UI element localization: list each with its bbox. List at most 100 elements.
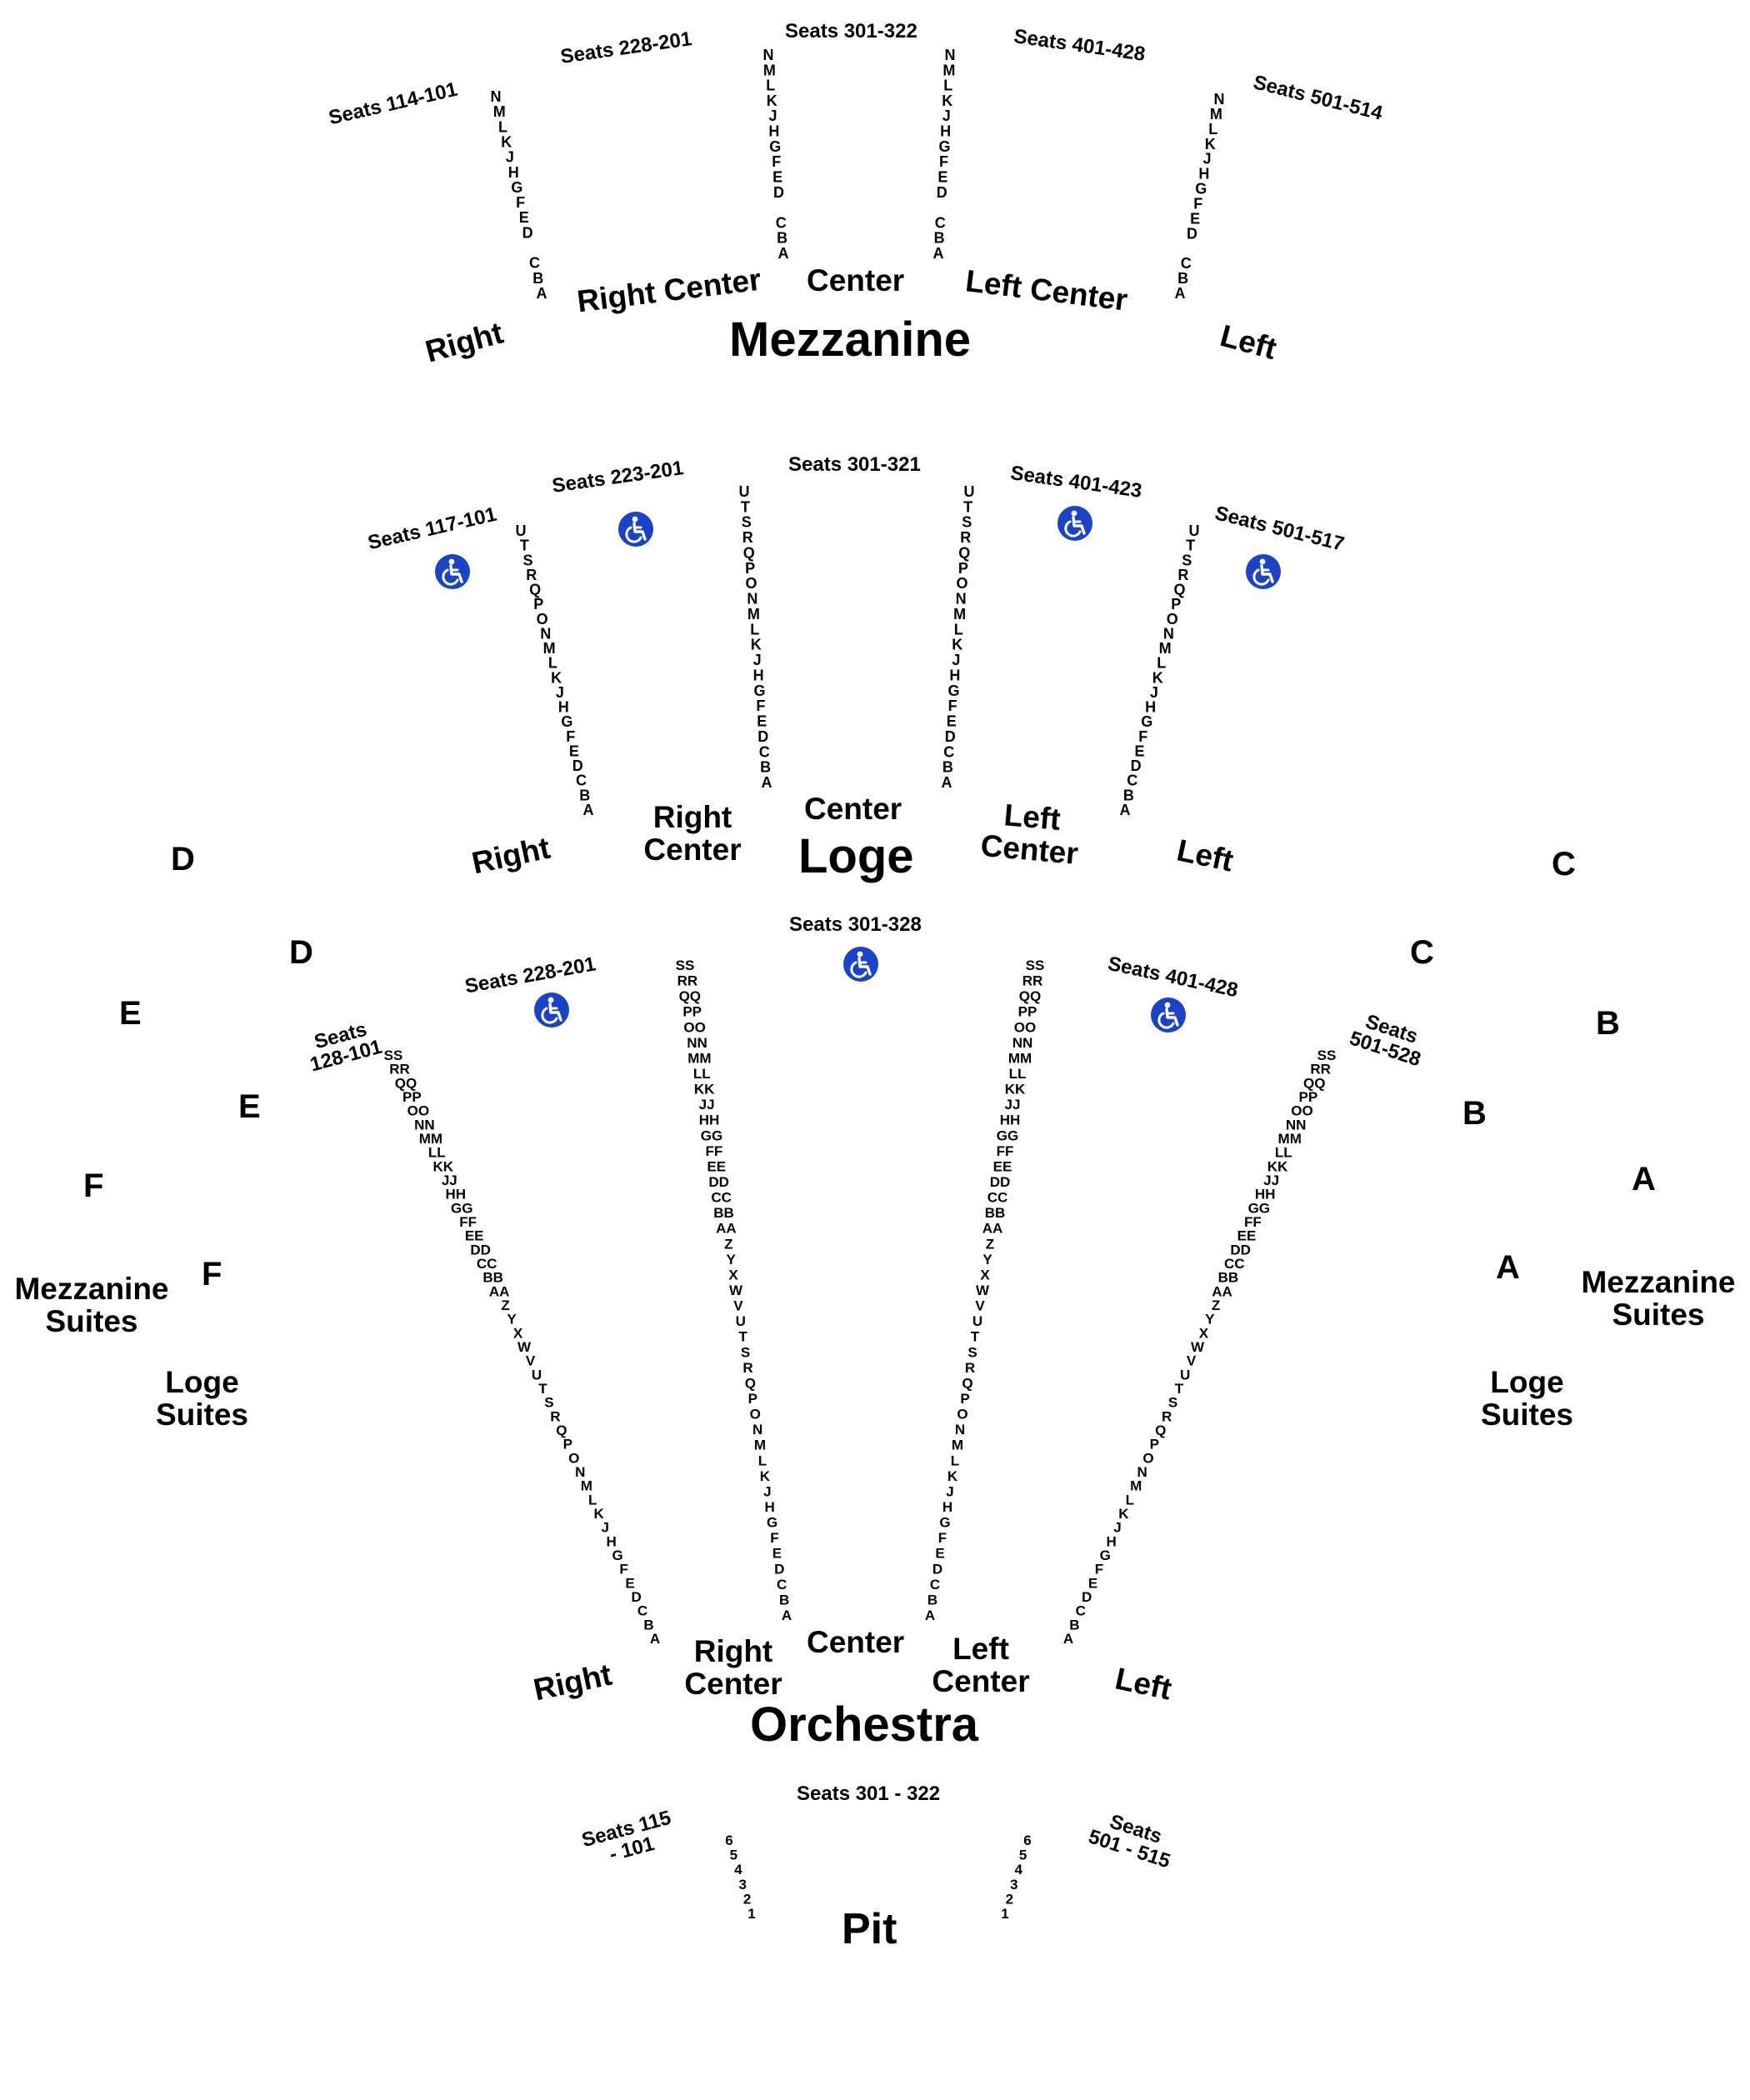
loge-aisle-3-row-d: D bbox=[945, 728, 956, 745]
loge-aisle-4-row-g: G bbox=[1141, 713, 1152, 730]
loge-aisle-1-row-l: L bbox=[548, 655, 558, 672]
orch-aisle-4-row-bb: BB bbox=[1218, 1270, 1239, 1286]
loge-aisle-1-row-g: G bbox=[561, 713, 572, 730]
orch-aisle-4-row-kk: KK bbox=[1268, 1158, 1288, 1174]
orch-aisle-4-row-cc: CC bbox=[1224, 1256, 1245, 1272]
loge-aisle-1-row-p: P bbox=[533, 596, 543, 612]
mezz-aisle-2-row-e: E bbox=[772, 169, 782, 186]
mezz-aisle-2-row-n: N bbox=[763, 47, 774, 63]
loge-aisle-2-row-t: T bbox=[741, 498, 750, 515]
mezz-aisle-3-row-e: E bbox=[938, 169, 948, 186]
orch-aisle-1-row-s: S bbox=[544, 1395, 553, 1411]
loge-aisle-2-row-o: O bbox=[745, 575, 757, 592]
mezz-aisle-4-row-c: C bbox=[1181, 255, 1192, 272]
orch-aisle-2-row-f: F bbox=[770, 1530, 778, 1546]
orch-aisle-3-row-rr: RR bbox=[1022, 973, 1043, 989]
pit-aisle-2-row-6: 6 bbox=[1023, 1832, 1031, 1848]
orch-aisle-4-row-ll: LL bbox=[1275, 1145, 1292, 1161]
orch-aisle-1-row-gg: GG bbox=[451, 1200, 472, 1216]
orch-aisle-1-row-ee: EE bbox=[465, 1228, 484, 1244]
orch-aisle-1-row-pp: PP bbox=[402, 1089, 422, 1105]
loge-aisle-2-row-n: N bbox=[747, 591, 758, 608]
loge-aisle-1-row-o: O bbox=[537, 611, 548, 628]
orch-aisle-4-row-u: U bbox=[1180, 1367, 1190, 1382]
loge-aisle-4-row-c: C bbox=[1127, 772, 1138, 789]
mezz-aisle-3-row-k: K bbox=[942, 92, 952, 109]
loge-aisle-1-row-h: H bbox=[558, 699, 569, 716]
orch-aisle-3-row-n: N bbox=[955, 1422, 965, 1438]
box-f-outer: F bbox=[83, 1168, 104, 1204]
loge-aisle-3-row-g: G bbox=[948, 682, 959, 699]
loge-aisle-4-row-o: O bbox=[1167, 611, 1178, 628]
orch-aisle-1-row-dd: DD bbox=[470, 1242, 491, 1258]
orch-aisle-4-row-pp: PP bbox=[1299, 1089, 1318, 1105]
loge-aisle-2-row-e: E bbox=[757, 713, 767, 730]
wheelchair-icon bbox=[534, 992, 569, 1028]
orch-aisle-2-row-w: W bbox=[729, 1282, 743, 1298]
mezz-aisle-2-row-b: B bbox=[777, 230, 788, 247]
mezz-aisle-2-row-h: H bbox=[768, 123, 779, 140]
loge-aisle-4-row-l: L bbox=[1157, 655, 1166, 672]
orch-aisle-2-row-gg: GG bbox=[701, 1128, 722, 1143]
mezz-aisle-4-row-k: K bbox=[1205, 136, 1216, 152]
loge-aisle-2-row-b: B bbox=[760, 759, 771, 776]
orch-aisle-3-row-dd: DD bbox=[990, 1174, 1011, 1190]
orch-aisle-1-row-oo: OO bbox=[408, 1103, 429, 1119]
loge-aisle-2-row-p: P bbox=[745, 560, 755, 577]
orch-aisle-4-row-dd: DD bbox=[1230, 1242, 1251, 1258]
loge-aisle-2-row-s: S bbox=[742, 514, 752, 531]
orch-aisle-1-row-v: V bbox=[526, 1353, 536, 1369]
loge-aisle-1-row-j: J bbox=[556, 684, 564, 701]
orch-aisle-2-row-s: S bbox=[741, 1344, 750, 1360]
mezz-aisle-3-row-d: D bbox=[937, 184, 948, 201]
loge-aisle-4-row-q: Q bbox=[1173, 582, 1185, 598]
orch-aisle-3-row-oo: OO bbox=[1014, 1019, 1036, 1035]
loge-aisle-4-row-k: K bbox=[1152, 669, 1163, 686]
orch-aisle-1-row-y: Y bbox=[507, 1312, 517, 1328]
mezz-seats-center: Seats 301-322 bbox=[785, 20, 918, 42]
orch-aisle-1-row-bb: BB bbox=[482, 1270, 503, 1286]
orch-aisle-4-row-s: S bbox=[1168, 1395, 1178, 1411]
loge-aisle-3-row-h: H bbox=[949, 667, 960, 683]
orch-aisle-3-row-jj: JJ bbox=[1005, 1097, 1021, 1112]
orch-aisle-2-row-pp: PP bbox=[682, 1004, 702, 1020]
orch-aisle-2-row-l: L bbox=[758, 1452, 767, 1468]
orch-aisle-4-row-qq: QQ bbox=[1303, 1075, 1325, 1091]
loge-aisle-3-row-l: L bbox=[954, 621, 963, 638]
orch-aisle-3-row-t: T bbox=[971, 1329, 980, 1345]
orch-aisle-3-row-c: C bbox=[930, 1577, 940, 1592]
orch-aisle-2-row-c: C bbox=[777, 1577, 787, 1592]
pit-aisle-2-row-4: 4 bbox=[1014, 1862, 1022, 1878]
orch-aisle-3-row-r: R bbox=[965, 1360, 975, 1376]
loge-aisle-1-row-r: R bbox=[526, 567, 537, 583]
orch-aisle-3-row-w: W bbox=[976, 1282, 990, 1298]
orch-aisle-3-row-nn: NN bbox=[1012, 1035, 1033, 1051]
box-e-inner: E bbox=[238, 1088, 261, 1125]
orch-seats-center: Seats 301-328 bbox=[789, 913, 922, 936]
orch-aisle-2-row-ee: EE bbox=[707, 1158, 726, 1174]
loge-aisle-1-row-b: B bbox=[579, 787, 590, 803]
orch-aisle-4-row-x: X bbox=[1199, 1325, 1209, 1341]
orch-aisle-1-row-cc: CC bbox=[477, 1256, 498, 1272]
mezz-aisle-4-row-j: J bbox=[1202, 151, 1211, 168]
mezz-aisle-3-row-j: J bbox=[942, 108, 951, 124]
orch-aisle-2-row-qq: QQ bbox=[679, 988, 701, 1004]
loge-aisle-3-row-e: E bbox=[947, 713, 957, 730]
loge-aisle-1-row-n: N bbox=[540, 625, 551, 642]
loge-aisle-1-row-t: T bbox=[520, 538, 529, 554]
mezz-aisle-3-row-n: N bbox=[945, 47, 956, 63]
mezz-aisle-1-row-b: B bbox=[532, 270, 543, 287]
mezz-aisle-1-row-n: N bbox=[491, 88, 502, 105]
loge-aisle-4-row-a: A bbox=[1120, 802, 1131, 818]
loge-center-label: Center bbox=[804, 792, 902, 826]
orch-aisle-2-row-hh: HH bbox=[699, 1112, 720, 1128]
orch-aisle-2-row-mm: MM bbox=[688, 1050, 711, 1066]
orch-aisle-3-row-b: B bbox=[928, 1592, 938, 1608]
loge-aisle-2-row-q: Q bbox=[743, 545, 755, 562]
loge-aisle-4-row-p: P bbox=[1171, 596, 1181, 612]
loge-title: Loge bbox=[798, 829, 914, 883]
orch-aisle-3-row-o: O bbox=[957, 1407, 968, 1422]
loge-aisle-2-row-f: F bbox=[756, 698, 765, 714]
orch-aisle-4-row-nn: NN bbox=[1286, 1117, 1307, 1132]
orch-aisle-3-row-ss: SS bbox=[1026, 958, 1045, 973]
